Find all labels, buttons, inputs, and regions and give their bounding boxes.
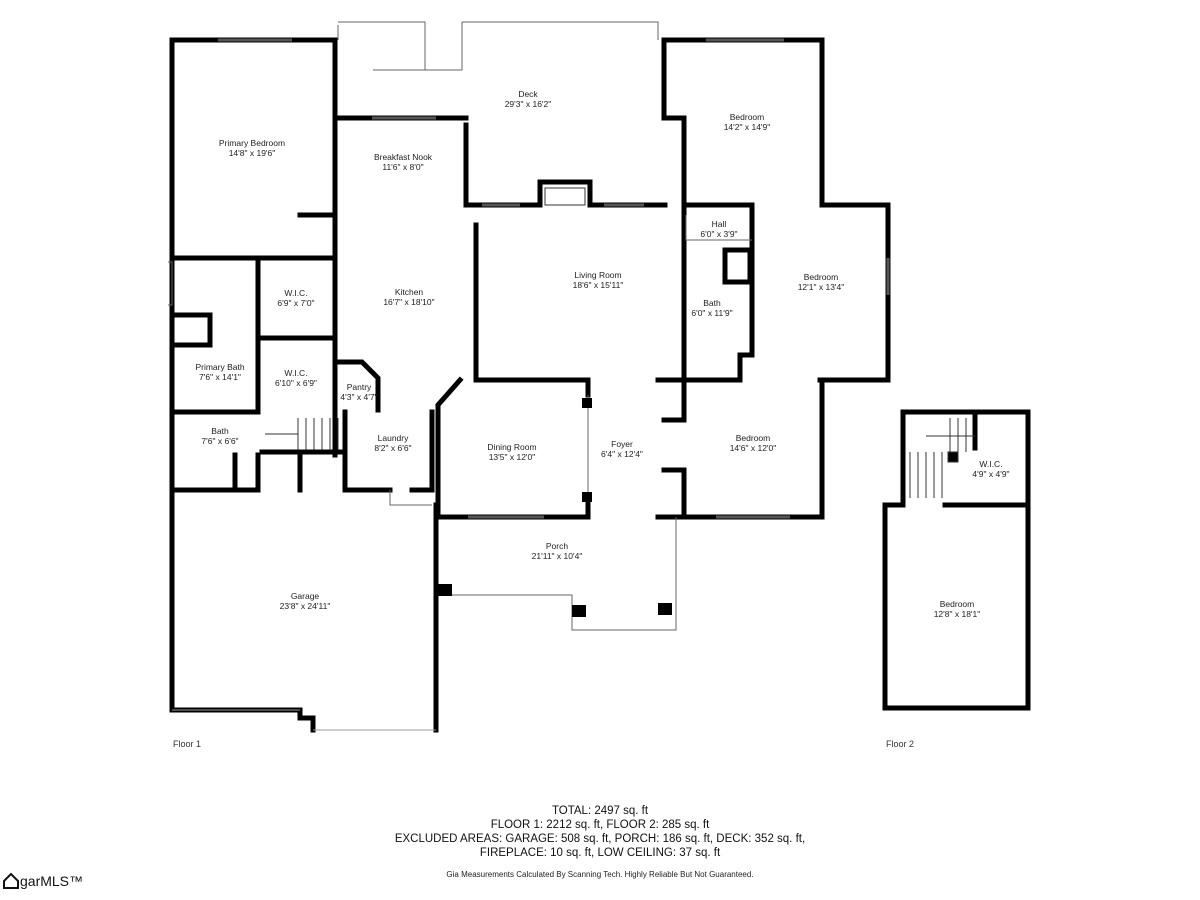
room-dim-bedroom-e: 12'1" x 13'4" bbox=[798, 282, 845, 292]
room-dim-bedroom-f2: 12'8" x 18'1" bbox=[934, 609, 981, 619]
room-dim-pantry: 4'3" x 4'7" bbox=[340, 392, 377, 402]
room-name-kitchen: Kitchen bbox=[395, 287, 424, 297]
room-dim-breakfast-nook: 11'6" x 8'0" bbox=[382, 162, 423, 172]
summary-total: TOTAL: 2497 sq. ft bbox=[551, 805, 649, 817]
room-name-bedroom-se: Bedroom bbox=[736, 433, 771, 443]
room-name-wic-2: W.I.C. bbox=[284, 368, 307, 378]
room-dim-wic-3: 4'9" x 4'9" bbox=[972, 469, 1009, 479]
floor-2-label: Floor 2 bbox=[886, 739, 914, 749]
room-dim-porch: 21'11" x 10'4" bbox=[532, 551, 583, 561]
floor-2-stairs bbox=[909, 418, 975, 498]
room-dim-deck: 29'3" x 16'2" bbox=[505, 99, 552, 109]
area-summary: TOTAL: 2497 sq. ft FLOOR 1: 2212 sq. ft,… bbox=[300, 804, 900, 860]
mls-logo-text: garMLS™ bbox=[20, 873, 84, 889]
room-name-bedroom-e: Bedroom bbox=[804, 272, 839, 282]
room-name-laundry: Laundry bbox=[378, 433, 409, 443]
room-dim-foyer: 6'4" x 12'4" bbox=[601, 449, 643, 459]
room-name-wic-1: W.I.C. bbox=[284, 288, 307, 298]
room-name-primary-bedroom: Primary Bedroom bbox=[219, 138, 285, 148]
room-dim-garage: 23'8" x 24'11" bbox=[280, 601, 331, 611]
fixtures bbox=[265, 187, 672, 617]
summary-floors: FLOOR 1: 2212 sq. ft, FLOOR 2: 285 sq. f… bbox=[490, 819, 710, 831]
room-dim-laundry: 8'2" x 6'6" bbox=[374, 443, 411, 453]
room-name-primary-bath: Primary Bath bbox=[195, 362, 244, 372]
summary-extra: FIREPLACE: 10 sq. ft, LOW CEILING: 37 sq… bbox=[479, 847, 721, 859]
disclaimer: Gia Measurements Calculated By Scanning … bbox=[446, 870, 754, 879]
room-dim-primary-bedroom: 14'8" x 19'6" bbox=[229, 148, 276, 158]
room-dim-bath-1: 6'0" x 11'9" bbox=[691, 308, 732, 318]
room-name-foyer: Foyer bbox=[611, 439, 633, 449]
room-name-bedroom-f2: Bedroom bbox=[940, 599, 975, 609]
room-labels: Deck 29'3" x 16'2" Primary Bedroom 14'8"… bbox=[173, 89, 1010, 749]
room-name-dining-room: Dining Room bbox=[487, 442, 536, 452]
room-dim-bedroom-ne: 14'2" x 14'9" bbox=[724, 122, 771, 132]
mls-logo: garMLS™ bbox=[2, 872, 83, 890]
room-name-hall: Hall bbox=[712, 219, 727, 229]
floor-2-walls bbox=[882, 409, 1031, 711]
room-name-bath-2: Bath bbox=[211, 426, 229, 436]
floor-1-label: Floor 1 bbox=[173, 739, 201, 749]
room-name-deck: Deck bbox=[518, 89, 538, 99]
room-name-breakfast-nook: Breakfast Nook bbox=[374, 152, 433, 162]
room-dim-wic-1: 6'9" x 7'0" bbox=[277, 298, 314, 308]
room-dim-primary-bath: 7'6" x 14'1" bbox=[199, 372, 241, 382]
room-name-porch: Porch bbox=[546, 541, 568, 551]
room-name-bath-1: Bath bbox=[703, 298, 721, 308]
windows bbox=[218, 38, 978, 710]
thin-lines bbox=[168, 21, 752, 731]
room-dim-dining-room: 13'5" x 12'0" bbox=[489, 452, 536, 462]
room-dim-bedroom-se: 14'6" x 12'0" bbox=[730, 443, 777, 453]
room-name-living-room: Living Room bbox=[574, 270, 621, 280]
room-name-wic-3: W.I.C. bbox=[979, 459, 1002, 469]
summary-excluded: EXCLUDED AREAS: GARAGE: 508 sq. ft, PORC… bbox=[394, 833, 806, 845]
room-dim-living-room: 18'6" x 15'11" bbox=[573, 280, 624, 290]
room-dim-bath-2: 7'6" x 6'6" bbox=[201, 436, 238, 446]
room-dim-wic-2: 6'10" x 6'9" bbox=[275, 378, 317, 388]
house-logo-icon bbox=[3, 872, 19, 889]
room-dim-kitchen: 16'7" x 18'10" bbox=[383, 297, 434, 307]
room-name-bedroom-ne: Bedroom bbox=[730, 112, 765, 122]
room-name-garage: Garage bbox=[291, 591, 320, 601]
room-name-pantry: Pantry bbox=[347, 382, 372, 392]
room-dim-hall: 6'0" x 3'9" bbox=[700, 229, 737, 239]
floor-1-walls bbox=[169, 37, 891, 733]
